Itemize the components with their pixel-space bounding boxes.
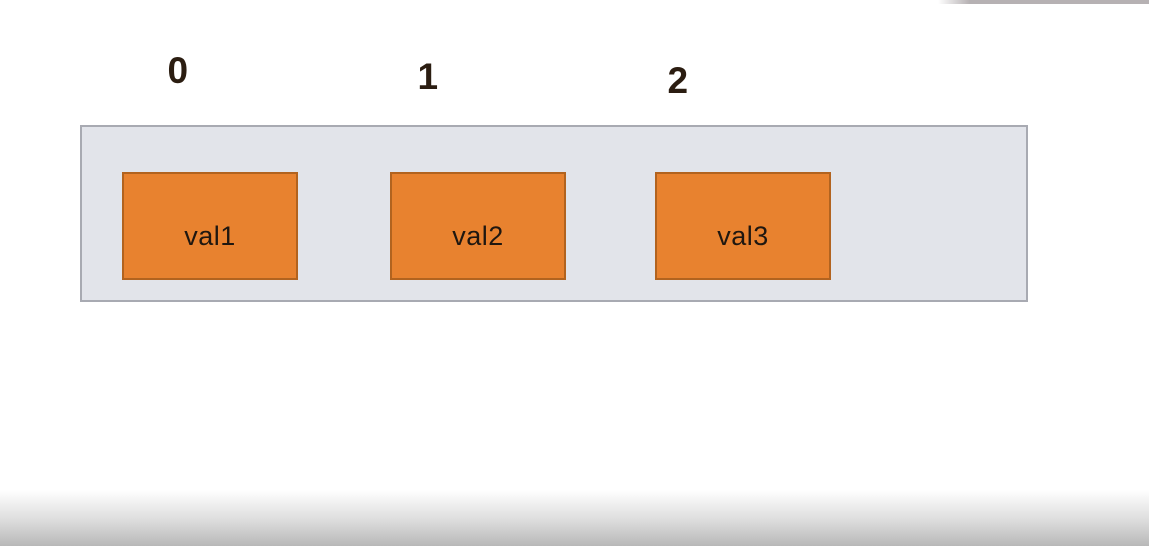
array-cell-2: val3 (655, 172, 831, 280)
bottom-gradient-overlay (0, 490, 1149, 546)
array-cell-0-value: val1 (184, 220, 236, 251)
array-index-label-2: 2 (667, 60, 689, 101)
array-cell-0: val1 (122, 172, 298, 280)
top-right-line (938, 0, 1149, 4)
array-index-label-1: 1 (417, 56, 439, 97)
array-cell-1: val2 (390, 172, 566, 280)
array-cell-2-value: val3 (717, 220, 769, 251)
array-index-label-0: 0 (167, 50, 189, 91)
array-cell-1-value: val2 (452, 220, 504, 251)
